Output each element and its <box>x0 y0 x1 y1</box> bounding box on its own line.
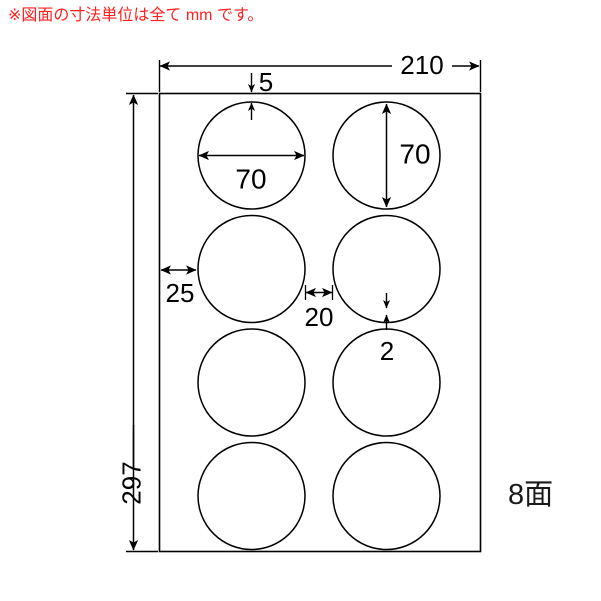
label-circle <box>197 328 306 437</box>
dimension-width: 210 <box>158 50 482 92</box>
dimension-diameter-vertical: 70 <box>381 103 431 208</box>
label-circle <box>197 214 306 324</box>
dimension-left-margin-text: 25 <box>166 278 195 308</box>
label-circle <box>197 441 306 551</box>
label-count: 8面 <box>508 479 554 511</box>
dimension-diameter-horizontal: 70 <box>198 150 305 194</box>
dimension-row-gap: 2 <box>380 293 394 366</box>
dimension-diameter-vertical-text: 70 <box>399 138 430 169</box>
dimension-top-margin-text: 5 <box>259 67 273 97</box>
dimension-width-text: 210 <box>400 50 443 80</box>
dimension-left-margin: 25 <box>160 265 197 308</box>
dimension-column-gap: 20 <box>305 285 334 332</box>
dimension-column-gap-text: 20 <box>305 302 334 332</box>
label-circle <box>332 441 441 551</box>
dimension-height: 297 <box>116 92 158 553</box>
dimension-row-gap-text: 2 <box>380 336 394 366</box>
units-note: ※図面の寸法単位は全て mm です。 <box>8 7 264 24</box>
dimension-diameter-horizontal-text: 70 <box>235 163 266 194</box>
dimension-height-text: 297 <box>116 461 146 504</box>
dimension-top-margin: 5 <box>247 67 273 120</box>
